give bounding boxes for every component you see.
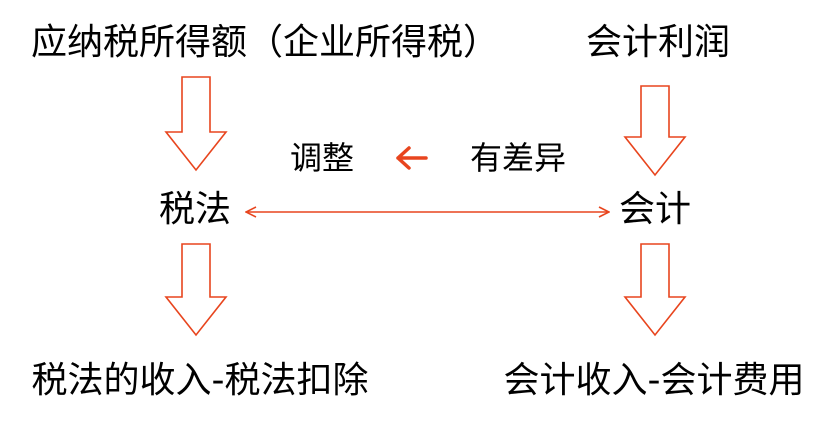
taxable-income-label: 应纳税所得额（企业所得税）	[30, 22, 500, 63]
accounting-profit-label: 会计利润	[585, 22, 731, 63]
tax-law-label: 税法	[158, 189, 232, 230]
down-arrow-accounting-to-formula	[623, 243, 687, 337]
down-arrow-taxable-to-tax-law	[164, 76, 228, 172]
tax-formula-label: 税法的收入-税法扣除	[31, 360, 369, 401]
down-arrow-profit-to-accounting	[623, 85, 687, 177]
accounting-formula-label: 会计收入-会计费用	[503, 360, 805, 401]
accounting-label: 会计	[618, 189, 692, 230]
down-arrow-tax-law-to-formula	[164, 243, 228, 337]
difference-label: 有差异	[469, 139, 567, 177]
adjust-label: 调整	[289, 139, 355, 177]
left-arrow-icon	[396, 146, 428, 170]
